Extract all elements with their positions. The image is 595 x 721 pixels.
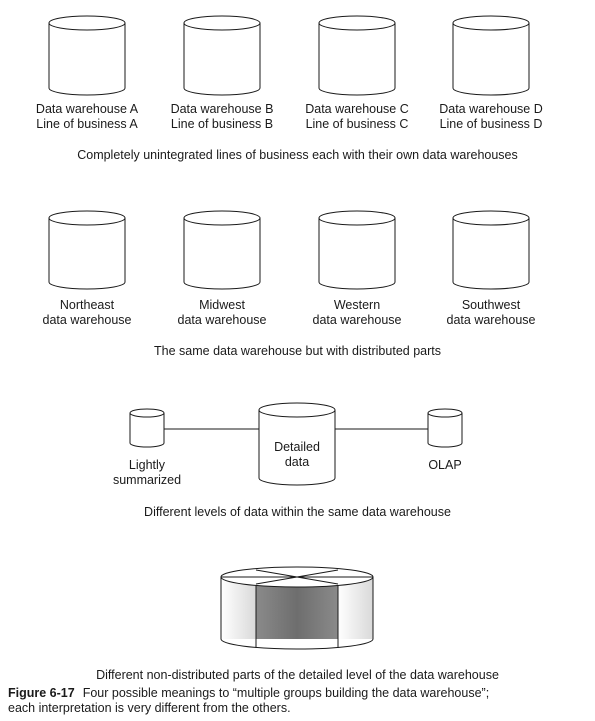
figure-caption-line1: Figure 6-17 Four possible meanings to “mu… xyxy=(8,686,593,701)
caption-section4: Different non-distributed parts of the d… xyxy=(96,668,499,682)
label-data-warehouse-c: Data warehouse C Line of business C xyxy=(305,102,409,131)
cylinder-right-face xyxy=(338,577,373,639)
cylinder-southwest xyxy=(452,210,530,290)
cylinder-detailed-data xyxy=(258,402,336,486)
label-data-warehouse-a: Data warehouse A Line of business A xyxy=(35,102,139,131)
cylinder-data-warehouse-b xyxy=(183,15,261,96)
cylinder-western xyxy=(318,210,396,290)
figure-text-line2: each interpretation is very different fr… xyxy=(8,701,291,715)
cylinder-data-warehouse-c xyxy=(318,15,396,96)
label-lightly-summarized: Lightly summarized xyxy=(112,458,182,487)
cylinder-bottom-edge xyxy=(220,577,374,650)
cylinder-olap xyxy=(427,408,463,448)
label-western: Western data warehouse xyxy=(312,298,402,327)
figure-caption: Figure 6-17 Four possible meanings to “mu… xyxy=(8,686,593,716)
figure-text-line1: Four possible meanings to “multiple grou… xyxy=(82,686,490,700)
top-partition-3 xyxy=(255,569,339,585)
partitioned-cylinder xyxy=(220,566,374,650)
cylinder-left-face xyxy=(221,577,256,639)
section2-cylinders xyxy=(48,210,530,290)
cylinder-data-warehouse-d xyxy=(452,15,530,96)
caption-section3: Different levels of data within the same… xyxy=(144,505,451,519)
label-olap: OLAP xyxy=(428,458,462,472)
section1-cylinders xyxy=(48,15,530,96)
section3-diagram xyxy=(129,402,463,486)
cylinder-northeast xyxy=(48,210,126,290)
caption-section2: The same data warehouse but with distrib… xyxy=(154,344,441,358)
label-southwest: Southwest data warehouse xyxy=(446,298,536,327)
label-data-warehouse-b: Data warehouse B Line of business B xyxy=(170,102,274,131)
figure-number: Figure 6-17 xyxy=(8,686,75,700)
label-detailed-data: Detailed data xyxy=(274,440,320,469)
caption-section1: Completely unintegrated lines of busines… xyxy=(77,148,518,162)
cylinder-lightly-summarized xyxy=(129,408,165,448)
label-northeast: Northeast data warehouse xyxy=(42,298,132,327)
cylinder-data-warehouse-a xyxy=(48,15,126,96)
cylinder-midwest xyxy=(183,210,261,290)
label-data-warehouse-d: Data warehouse D Line of business D xyxy=(439,102,543,131)
label-midwest: Midwest data warehouse xyxy=(177,298,267,327)
